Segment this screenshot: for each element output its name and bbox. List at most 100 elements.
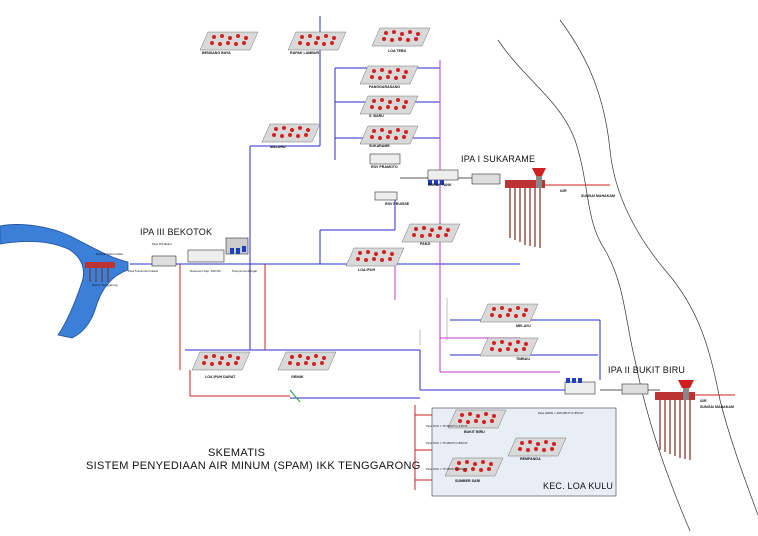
note-pipa-ipa: Pipa IPA Bekot xyxy=(152,242,172,246)
house-marker xyxy=(384,31,388,35)
note-pipa-hdpe-1: Pipa HDPE = 200 MM P=1.850 M' xyxy=(538,411,584,415)
house-marker xyxy=(388,257,392,261)
note-pipa-transmisi: Pipa Transmisi Induksi xyxy=(128,269,159,273)
house-marker xyxy=(324,34,328,38)
house-marker xyxy=(550,447,554,451)
village-plate-rempanga xyxy=(507,437,567,457)
house-marker xyxy=(506,347,510,351)
note-rsv-kap: Reservoir Kap. 300 M3 xyxy=(190,269,221,273)
house-marker xyxy=(436,234,440,238)
house-marker xyxy=(402,135,406,139)
village-plate-sumber-sari xyxy=(444,457,504,477)
house-marker xyxy=(489,462,493,466)
house-marker xyxy=(322,356,326,360)
house-marker xyxy=(378,136,382,140)
house-marker xyxy=(514,348,518,352)
house-marker xyxy=(402,75,406,79)
house-marker xyxy=(306,42,310,46)
house-marker xyxy=(524,342,528,346)
house-marker xyxy=(218,42,222,46)
house-marker xyxy=(394,76,398,80)
note-pipa-pvc-2: Pipa PVC = 75 MM P=1.850 M' xyxy=(426,441,468,445)
house-marker xyxy=(430,228,434,232)
house-marker xyxy=(465,460,469,464)
village-label-grinik: GRINIK xyxy=(291,375,304,379)
village-label-panggarasang: PANGGARASANG xyxy=(369,85,401,89)
house-marker xyxy=(473,462,477,466)
house-marker xyxy=(370,135,374,139)
house-marker xyxy=(370,105,374,109)
house-marker xyxy=(290,355,294,359)
house-marker xyxy=(322,42,326,46)
village-label-loa-ipuh: LOA IPUH xyxy=(358,268,376,272)
village-plate-maluhu xyxy=(261,123,321,143)
house-marker xyxy=(522,347,526,351)
intake-label-2: I/2R xyxy=(700,399,707,403)
note-pompa-submersible: Pompa Submersible xyxy=(96,252,124,256)
house-marker xyxy=(244,36,248,40)
house-marker xyxy=(490,419,494,423)
house-marker xyxy=(386,75,390,79)
house-marker xyxy=(492,341,496,345)
village-label-panji: PANJI xyxy=(420,242,431,246)
house-marker xyxy=(364,258,368,262)
house-marker xyxy=(392,30,396,34)
house-marker xyxy=(306,356,310,360)
village-plate-bendang-baya xyxy=(199,31,259,51)
house-marker xyxy=(414,227,418,231)
house-marker xyxy=(542,448,546,452)
house-marker xyxy=(236,356,240,360)
house-marker xyxy=(458,419,462,423)
house-marker xyxy=(372,257,376,261)
house-marker xyxy=(308,34,312,38)
house-marker xyxy=(444,233,448,237)
house-marker xyxy=(416,32,420,36)
house-marker xyxy=(390,38,394,42)
green-pipe xyxy=(289,389,301,403)
house-marker xyxy=(394,136,398,140)
village-label-melayu: MELAYU xyxy=(516,324,531,328)
house-marker xyxy=(404,100,408,104)
house-marker xyxy=(314,354,318,358)
village-plate-s-baru xyxy=(359,95,419,115)
house-marker xyxy=(316,36,320,40)
house-marker xyxy=(394,106,398,110)
house-marker xyxy=(226,362,230,366)
house-marker xyxy=(402,105,406,109)
note-pipa-pvc-1: Pipa PVC = 75 MM P=1.145 M' xyxy=(426,424,468,428)
house-marker xyxy=(374,252,378,256)
house-marker xyxy=(234,361,238,365)
house-marker xyxy=(420,234,424,238)
house-marker xyxy=(380,68,384,72)
reservoir-label-break-tank: BREAK TANK xyxy=(428,183,452,187)
house-marker xyxy=(466,420,470,424)
village-label-sumber-sari: SUMBER SARI xyxy=(455,479,481,483)
house-marker xyxy=(455,467,459,471)
house-marker xyxy=(500,340,504,344)
house-marker xyxy=(408,30,412,34)
house-marker xyxy=(492,414,496,418)
house-marker xyxy=(412,233,416,237)
house-marker xyxy=(474,419,478,423)
house-marker xyxy=(484,412,488,416)
house-marker xyxy=(304,133,308,137)
village-plate-panji xyxy=(401,223,461,243)
house-marker xyxy=(378,76,382,80)
house-marker xyxy=(226,41,230,45)
house-marker xyxy=(236,34,240,38)
house-marker xyxy=(300,35,304,39)
house-marker xyxy=(372,99,376,103)
house-marker xyxy=(220,34,224,38)
title-line-1: SKEMATIS xyxy=(208,447,266,459)
intake-label-1: I/2R xyxy=(560,189,567,193)
plant-label-sukarame: IPA I SUKARAME xyxy=(461,154,536,164)
house-marker xyxy=(314,41,318,45)
village-label-rapak-lambur: RAPAK LAMBUR xyxy=(290,51,320,55)
house-marker xyxy=(404,130,408,134)
house-marker xyxy=(234,42,238,46)
plant-label-bukit-biru: IPA II BUKIT BIRU xyxy=(608,365,686,375)
house-marker xyxy=(508,308,512,312)
house-marker xyxy=(298,41,302,45)
house-marker xyxy=(288,361,292,365)
house-marker xyxy=(524,308,528,312)
